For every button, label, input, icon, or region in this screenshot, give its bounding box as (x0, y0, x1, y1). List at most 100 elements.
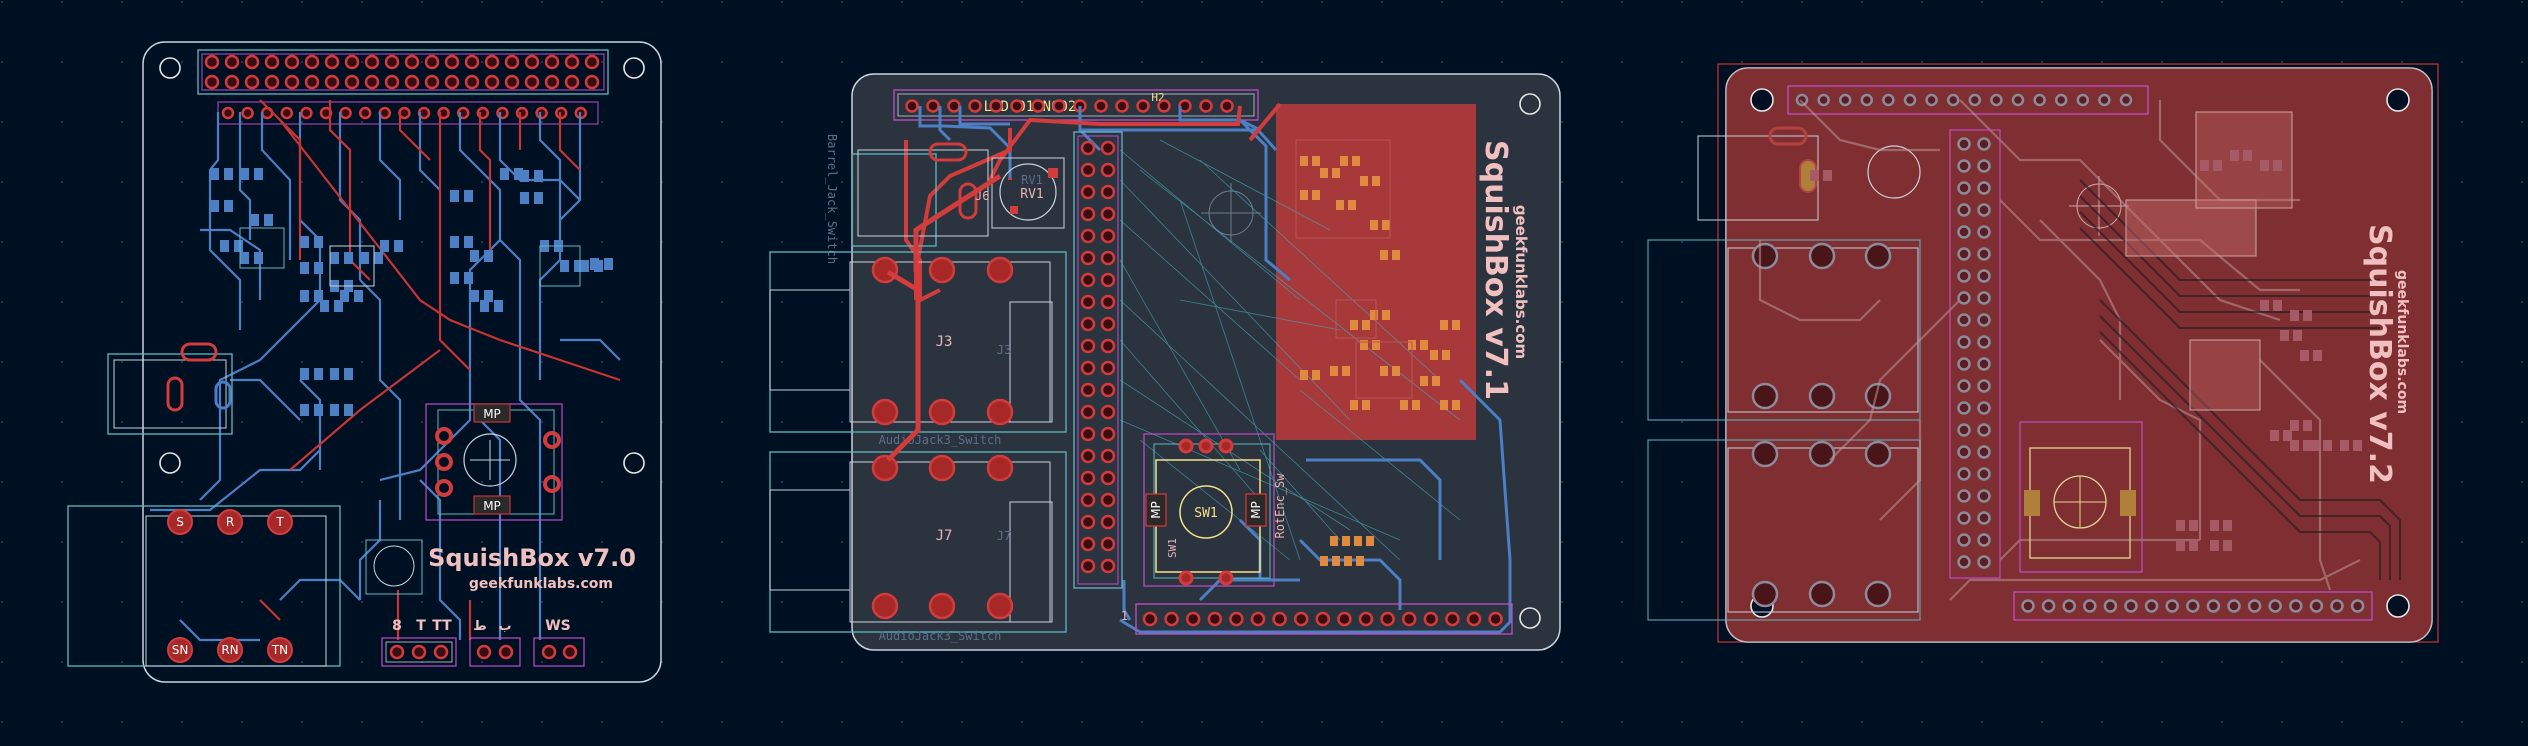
header-pin (378, 106, 392, 120)
barrel-jack-label: Barrel_Jack_Switch (825, 134, 839, 264)
smd-pad (2213, 160, 2222, 171)
header-pin (1080, 162, 1096, 178)
gnd-trace (886, 173, 1002, 462)
header-pin (1164, 611, 1179, 627)
smd-pad (1452, 400, 1460, 410)
smd-components[interactable] (210, 168, 613, 416)
header-pin (1795, 93, 1809, 107)
header-pin (1946, 93, 1960, 107)
header-pin (1080, 316, 1096, 332)
header-pin (1080, 558, 1096, 574)
header-pin (2041, 599, 2056, 613)
trim-pot[interactable]: RV1 RV1 (991, 157, 1065, 229)
header-pin (2076, 93, 2090, 107)
smd-pad (320, 300, 329, 312)
header-pin (1010, 99, 1024, 113)
jack-pad (986, 256, 1014, 284)
header-pin (221, 106, 235, 120)
smd-pad (300, 368, 309, 380)
smd-pad (2273, 160, 2282, 171)
header-pin (1957, 181, 1971, 195)
board-v7-2[interactable]: SquishBox v7.2 geekfunklabs.com (1647, 63, 2439, 643)
mounting-hole-icon (159, 452, 181, 474)
audio-jack-j7[interactable]: J7 J7 AudioJack3_Switch (769, 451, 1067, 643)
potentiometer[interactable]: MP MP (425, 403, 563, 521)
header-pin (1977, 489, 1991, 503)
smd-pad (314, 404, 323, 416)
header-pin (384, 54, 400, 70)
barrel-jack[interactable] (107, 342, 233, 435)
board-title: SquishBox v7.2 (2362, 224, 2397, 484)
bottom-header[interactable] (2013, 591, 2373, 621)
jack-pin-rn: RN (221, 643, 238, 657)
header-pin (1100, 448, 1116, 464)
smd-pad (2300, 350, 2309, 361)
smd-components[interactable] (1295, 139, 1460, 566)
header-pin (364, 54, 380, 70)
header-pin (1100, 382, 1116, 398)
header-pin (389, 644, 405, 660)
header-pin (2098, 93, 2111, 107)
smd-pad (2210, 540, 2219, 551)
smd-pad (300, 404, 309, 416)
back-copper-traces (1758, 99, 2361, 601)
jack-pin-t: T (275, 515, 284, 529)
lcd-header[interactable] (1787, 85, 2149, 115)
bottom-header[interactable]: 1 (1121, 603, 1513, 635)
board-v7-0[interactable]: MP MP S R T SN RN TN (67, 41, 662, 683)
bottom-headers[interactable]: 8 T TT ط ب WS (381, 618, 585, 667)
jack-pin-sn: SN (172, 643, 189, 657)
header-label-ws: WS (545, 618, 571, 634)
encoder-label: RotEnc_Sw (1273, 473, 1287, 539)
header-pin (1100, 360, 1116, 376)
audio-jack-j3[interactable] (1647, 239, 1921, 421)
trim-pot[interactable] (1867, 145, 1921, 199)
audio-jack[interactable]: S R T SN RN TN (67, 505, 341, 667)
smd-components[interactable] (1810, 111, 2362, 551)
header-pin (1100, 514, 1116, 530)
lcd-header[interactable]: LCD-016N002 H2 (893, 89, 1259, 121)
gpio-header[interactable] (197, 49, 609, 95)
jack-pad (871, 592, 899, 620)
smd-pad (1330, 536, 1338, 546)
header-pin (1080, 272, 1096, 288)
header-pin (324, 74, 340, 90)
smd-pad (2290, 310, 2299, 321)
header-pin (524, 54, 540, 70)
rotary-encoder[interactable]: SW1 MP MP SW1 RotEnc_Sw (1143, 433, 1287, 587)
smd-pad (2290, 420, 2299, 431)
back-copper-traces (150, 112, 621, 642)
ic-footprint (2189, 339, 2261, 411)
smd-pad (2260, 160, 2269, 171)
board-v7-1[interactable]: LCD-016N002 H2 (769, 73, 1561, 651)
header-pin (1957, 269, 1971, 283)
header-pin (1080, 338, 1096, 354)
smd-pad (1356, 556, 1364, 566)
smd-pad (344, 252, 353, 264)
header-pin (1423, 611, 1439, 627)
header-pin (1860, 93, 1874, 107)
pi-header[interactable] (1949, 129, 2001, 579)
smd-pad (1320, 556, 1328, 566)
header-pin (1185, 611, 1201, 627)
encoder-mp-left: MP (1149, 501, 1163, 519)
header-pin (284, 54, 300, 70)
smd-pad (1366, 536, 1374, 546)
header-pin (515, 106, 529, 120)
rotary-encoder[interactable] (2019, 421, 2143, 573)
header-pin (1220, 99, 1234, 113)
smd-pad (1362, 320, 1370, 330)
jack-pad (1751, 580, 1779, 608)
smd-pad (534, 170, 543, 182)
header-pin (2062, 599, 2076, 613)
audio-jack-j7[interactable] (1647, 439, 1921, 621)
header-pin (1977, 313, 1991, 327)
smd-pad (1300, 370, 1308, 380)
header-pin (1100, 492, 1116, 508)
header-pin (1882, 93, 1895, 107)
smd-pad (2340, 440, 2349, 451)
transistor-footprint[interactable] (365, 539, 423, 595)
header-pin (1080, 184, 1096, 200)
pi-header[interactable] (1073, 131, 1123, 589)
